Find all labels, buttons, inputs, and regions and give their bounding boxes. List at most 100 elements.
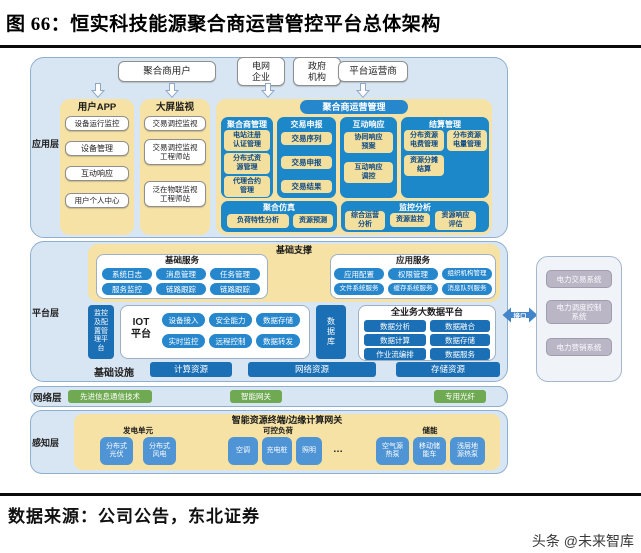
perception-chip: 照明 [296, 437, 322, 465]
monitor-config-label: 监控及配置管理平台 [94, 310, 108, 353]
user-app-item: 设备管理 [65, 141, 129, 156]
base-service-chip: 消息管理 [156, 268, 206, 280]
bigdata-platform-box [358, 305, 496, 361]
network-chip: 先进信息通信技术 [68, 390, 152, 403]
user-app-title: 用户APP [77, 102, 117, 113]
bigdata-chip: 数据服务 [430, 348, 490, 360]
app-service-chip: 缓存系统服务 [388, 283, 438, 295]
iot-chip: 数据存储 [256, 313, 300, 327]
monitor-config-box: 监控及配置管理平台 [88, 305, 114, 359]
app-service-chip: 组织机构管理 [442, 268, 492, 280]
perception-chip: 分布式 光伏 [100, 437, 133, 465]
watermark: 头条 @未来智库 [531, 533, 634, 549]
ops-group-title: 结算管理 [429, 120, 461, 129]
perception-chip: 充电桩 [262, 437, 292, 465]
bigdata-chip: 数据计算 [364, 334, 426, 346]
perception-chip: 空气源 热泵 [376, 437, 409, 465]
base-service-chip: 任务管理 [210, 268, 260, 280]
actor-grid-company: 电网 企业 [237, 57, 285, 86]
source-note: 数据来源：公司公告，东北证券 [8, 507, 260, 526]
app-service-chip: 文件系统服务 [334, 283, 384, 295]
application-layer-label: 应用层 [32, 139, 60, 149]
ops-title-chip: 聚合商运营管理 [300, 100, 408, 114]
bigdata-chip: 数据分析 [364, 320, 426, 332]
app-service-chip: 应用配置 [334, 268, 384, 280]
actor-government: 政府 机构 [293, 57, 341, 86]
bigdata-platform-title: 全业务大数据平台 [390, 307, 463, 317]
perception-group-title: 可控负荷 [263, 426, 293, 435]
interface-arrow-label: 接口 [513, 313, 527, 320]
ops-item: 交易结果 [281, 180, 332, 193]
big-screen-item: 交易调控监视 [144, 116, 206, 131]
perception-gateway-title: 智能资源终端/边缘计算网关 [231, 415, 343, 425]
perception-chip: 分布式 风电 [143, 437, 176, 465]
interface-arrow-icon [502, 307, 538, 323]
base-service-chip: 链路跟踪 [210, 283, 260, 295]
ops-item: 电站注册 认证管理 [224, 130, 270, 151]
ops-item: 资源分摊 结算 [404, 155, 444, 176]
external-system-chip: 电力交易系统 [546, 270, 612, 288]
iot-platform-title: IOT 平台 [131, 317, 151, 340]
iot-chip: 数据转发 [256, 334, 300, 348]
big-screen-item: 交易调控监视 工程师站 [144, 139, 206, 165]
base-service-chip: 服务监控 [102, 283, 152, 295]
user-app-item: 互动响应 [65, 166, 129, 181]
bigdata-chip: 作业流编排 [364, 348, 426, 360]
ops-group-interactive-response [340, 117, 397, 198]
database-box: 数据库 [316, 305, 346, 359]
external-system-chip: 电力调度控制 系统 [546, 300, 612, 324]
ops-group-title: 交易申报 [290, 120, 323, 129]
big-screen-title: 大屏监视 [155, 102, 194, 113]
ops-group-title: 互动响应 [352, 120, 385, 129]
app-service-chip: 权限管理 [388, 268, 438, 280]
iot-chip: 设备接入 [162, 313, 205, 327]
bigdata-chip: 数据融合 [430, 320, 490, 332]
network-chip: 智能网关 [230, 390, 282, 403]
perception-chip: 移动储 能车 [413, 437, 446, 465]
ops-item: 资源监控 [390, 213, 430, 227]
down-arrow-icon [165, 83, 179, 98]
iot-chip: 实时监控 [162, 334, 205, 348]
big-screen-item: 泛在物联监视 工程师站 [144, 181, 206, 207]
ops-item: 综合运营 分析 [345, 211, 385, 230]
user-app-item: 设备运行监控 [65, 116, 129, 131]
ops-item: 分布资源 电量管理 [447, 130, 487, 151]
iot-chip: 安全能力 [209, 313, 252, 327]
ops-item: 分布式资 源管理 [224, 153, 270, 174]
infrastructure-chip: 网络资源 [248, 362, 376, 377]
ops-group-title: 聚合仿真 [263, 203, 295, 212]
app-service-chip: 消息队列服务 [442, 283, 492, 295]
perception-layer-label: 感知层 [32, 438, 60, 448]
down-arrow-icon [356, 83, 370, 98]
footer-rule [0, 493, 641, 496]
base-service-chip: 系统日志 [102, 268, 152, 280]
ops-item: 分布资源 电费管理 [404, 130, 444, 151]
base-service-chip: 链路跟踪 [156, 283, 206, 295]
infrastructure-chip: 存储资源 [396, 362, 500, 377]
down-arrow-icon [261, 83, 275, 98]
perception-chip: 浅层地 源热泵 [450, 437, 485, 465]
ops-item: 负荷特性分析 [227, 214, 289, 228]
down-arrow-icon [91, 83, 105, 98]
ops-item: 交易申报 [281, 156, 332, 169]
infrastructure-chip: 计算资源 [150, 362, 232, 377]
iot-chip: 远程控制 [209, 334, 252, 348]
external-system-chip: 电力营销系统 [546, 338, 612, 356]
ops-item: 资源响应 评估 [435, 211, 476, 230]
actor-aggregator-user: 聚合商用户 [118, 61, 216, 82]
ops-item: 协同响应 预案 [344, 132, 393, 153]
perception-chip: 空调 [228, 437, 258, 465]
base-services-title: 基础服务 [164, 255, 199, 265]
user-app-item: 用户个人中心 [65, 193, 129, 208]
ops-group-title: 聚合商管理 [227, 120, 267, 129]
ops-item: 互动响应 调控 [344, 162, 393, 183]
ops-group-title: 监控分析 [399, 203, 431, 212]
ops-item: 代理合约 管理 [224, 176, 270, 197]
ops-item: 资源预测 [293, 214, 333, 228]
app-services-title: 应用服务 [395, 255, 430, 265]
perception-ellipsis: … [333, 444, 343, 455]
infrastructure-label: 基础设施 [94, 368, 134, 379]
actor-platform-operator: 平台运营商 [338, 61, 408, 82]
platform-layer-label: 平台层 [32, 308, 60, 318]
